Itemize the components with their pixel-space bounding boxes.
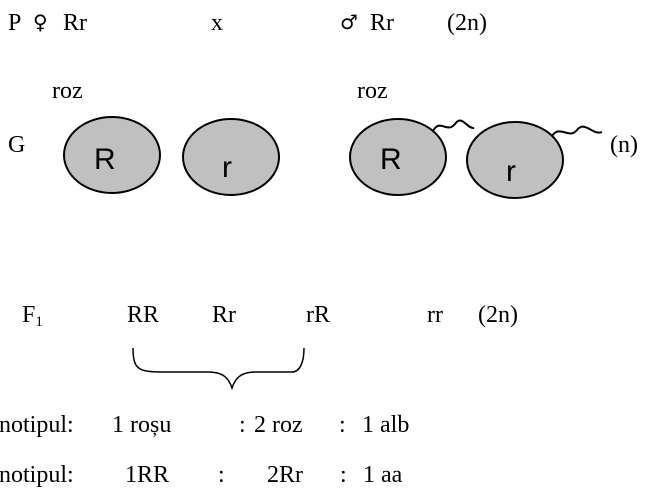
phenotype-ratio-label: notipul: — [0, 412, 74, 438]
genotype-ratio-label: notipul: — [0, 462, 74, 488]
sperm-tail-1 — [432, 119, 475, 132]
genotype-ratio-sep-1: : — [218, 462, 225, 488]
female-genotype: Rr — [63, 10, 87, 36]
f1-label: F1 — [22, 303, 43, 330]
f1-genotype-4: rr — [427, 302, 443, 328]
gamete-male-r-label: r — [506, 155, 516, 188]
gametes-label: G — [8, 132, 26, 158]
f1-genotype-3: rR — [306, 302, 330, 328]
gamete-female-r — [182, 118, 280, 196]
gamete-female-r-label: r — [222, 151, 232, 184]
female-phenotype: roz — [52, 78, 83, 104]
male-genotype: Rr — [370, 10, 394, 36]
phenotype-ratio-sep-2: : — [339, 412, 346, 438]
gamete-female-R — [63, 116, 161, 194]
female-symbol-icon: ♀ — [33, 10, 48, 34]
gamete-male-R-label: R — [380, 143, 402, 176]
male-symbol-icon: ♂ — [340, 10, 358, 34]
genotype-ratio-sep-2: : — [340, 462, 347, 488]
phenotype-ratio-sep-1: : — [239, 412, 246, 438]
genotype-ratio-2: 2Rr — [267, 462, 303, 488]
gamete-male-r — [466, 121, 564, 199]
male-phenotype: roz — [357, 78, 388, 104]
gamete-female-R-label: R — [94, 143, 116, 176]
f1-brace — [132, 347, 305, 391]
gamete-male-R — [349, 118, 447, 196]
f1-genotype-1: RR — [127, 302, 160, 328]
f1-label-main: F — [22, 302, 36, 328]
f1-ploidy: (2n) — [478, 302, 518, 328]
p-label: P — [8, 10, 22, 36]
phenotype-ratio-3: 1 alb — [362, 412, 410, 438]
parents-ploidy: (2n) — [447, 10, 487, 36]
f1-genotype-2: Rr — [212, 302, 236, 328]
phenotype-ratio-2: 2 roz — [254, 412, 303, 438]
sperm-tail-2 — [551, 125, 603, 137]
gametes-ploidy: (n) — [610, 132, 638, 158]
f1-label-sub: 1 — [35, 314, 43, 330]
genotype-ratio-1: 1RR — [125, 462, 170, 488]
cross-symbol: x — [211, 10, 223, 36]
genotype-ratio-3: 1 aa — [363, 462, 403, 488]
phenotype-ratio-1: 1 roșu — [112, 412, 172, 438]
